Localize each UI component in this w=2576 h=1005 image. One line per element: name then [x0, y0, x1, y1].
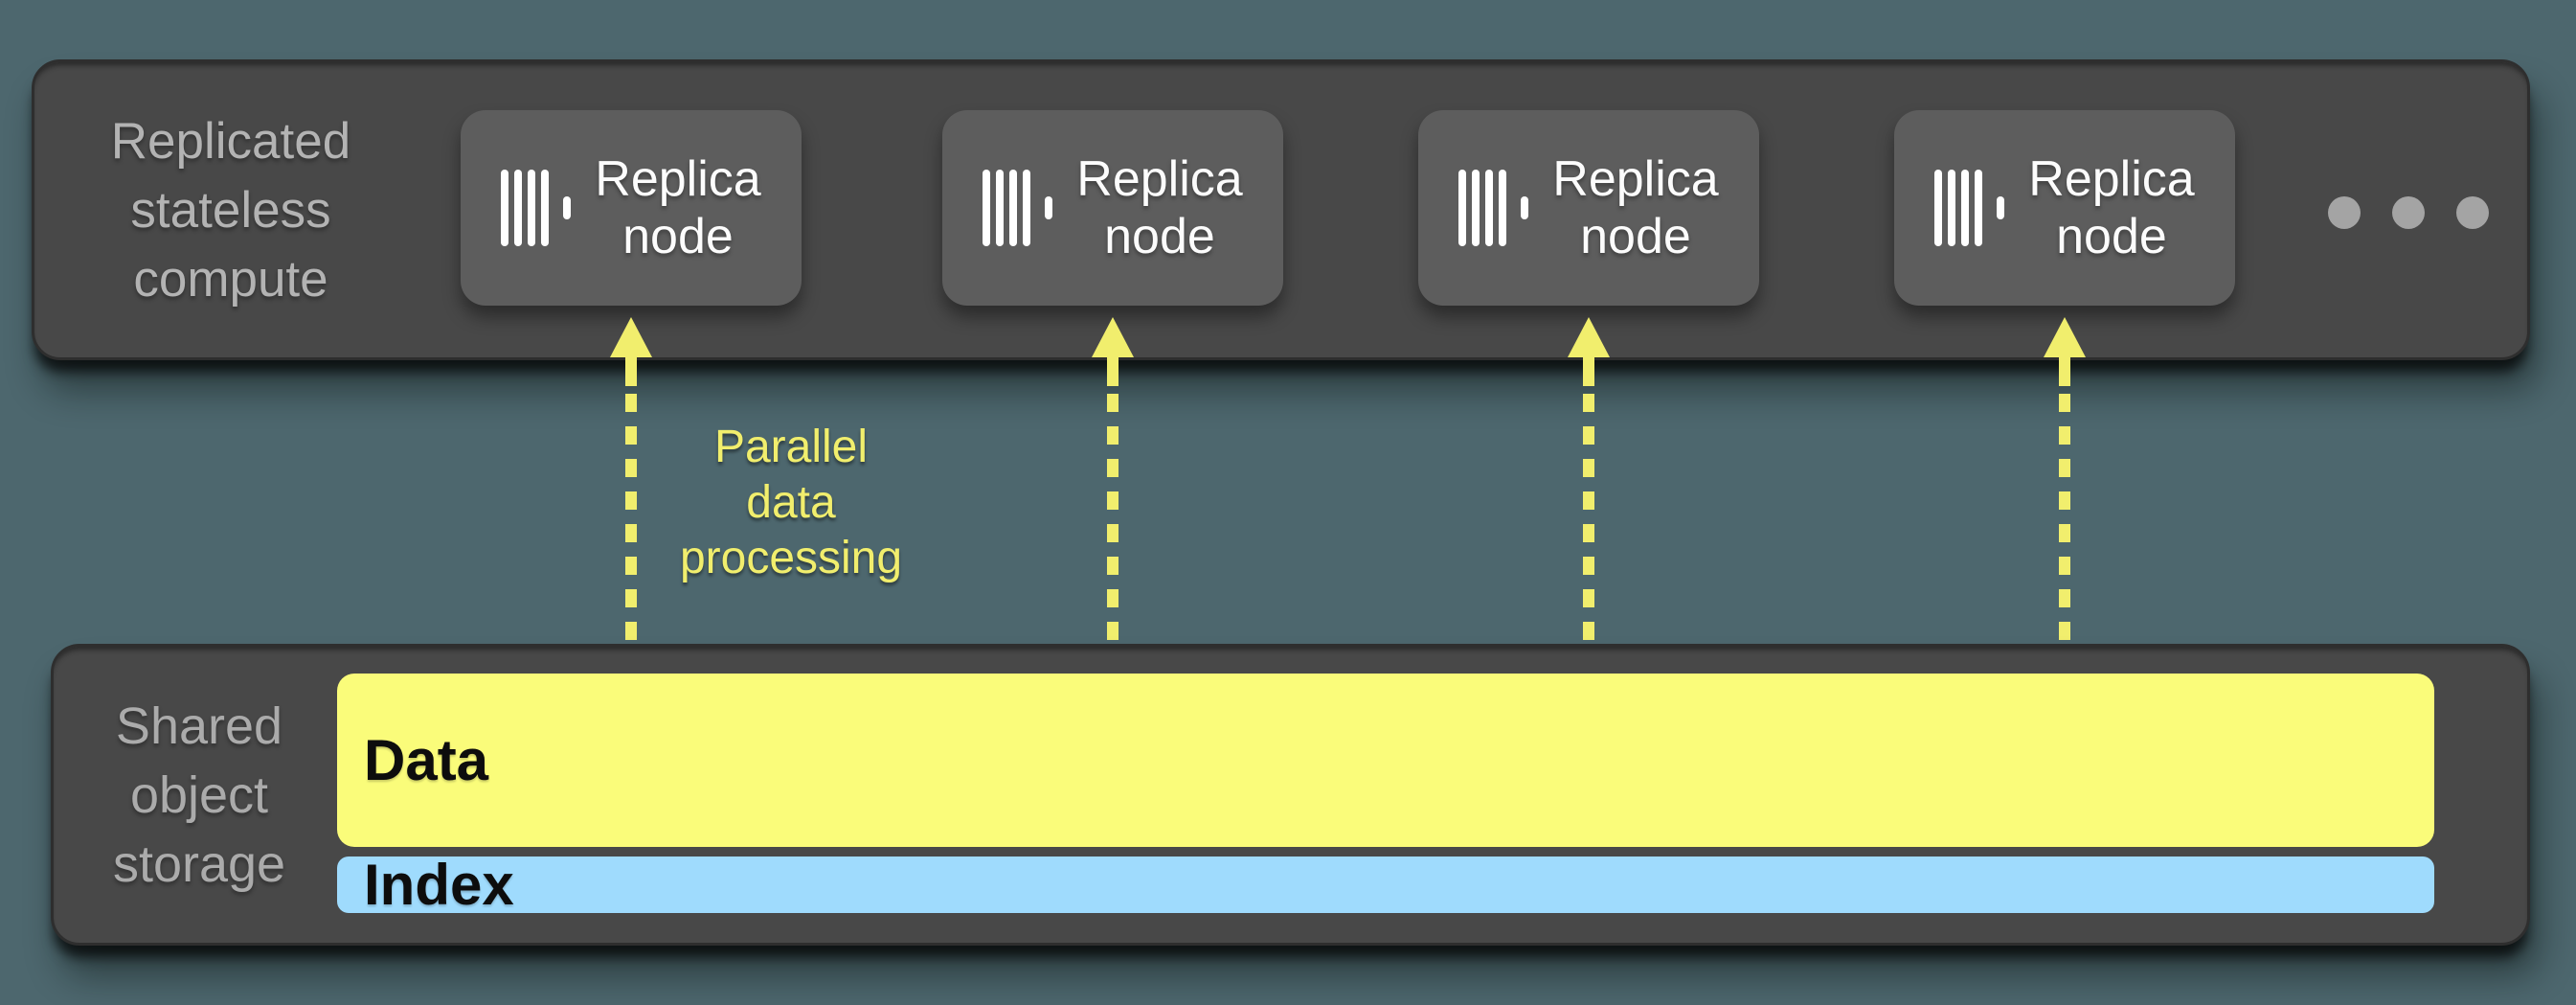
storage-label-line: object — [129, 766, 269, 824]
storage-label-line: Shared — [115, 697, 283, 755]
vertical-bars-icon — [1458, 170, 1529, 246]
index-storage-bar: Index — [337, 852, 2434, 917]
vertical-bars-icon — [983, 170, 1053, 246]
replica-node-3: Replica node — [1418, 110, 1759, 306]
replica-node-1: Replica node — [461, 110, 802, 306]
ellipsis-dot — [2392, 196, 2425, 229]
parallel-processing-label: Parallel data processing — [679, 422, 903, 583]
replica-node-label: Replica node — [1552, 151, 1719, 264]
data-storage-bar: Data — [337, 674, 2434, 847]
ellipsis-dot — [2328, 196, 2361, 229]
data-flow-arrow-1 — [610, 317, 652, 647]
compute-label-line: Replicated — [110, 113, 351, 170]
compute-label-line: stateless — [130, 182, 331, 239]
data-flow-arrow-2 — [1092, 317, 1134, 647]
storage-panel-label: Shared object storage — [56, 692, 343, 899]
more-nodes-ellipsis-icon — [2328, 196, 2489, 229]
ellipsis-dot — [2456, 196, 2489, 229]
vertical-bars-icon — [1934, 170, 2005, 246]
replica-node-2: Replica node — [942, 110, 1283, 306]
data-bar-label: Data — [364, 727, 489, 792]
storage-label-line: storage — [112, 835, 286, 893]
replica-node-label: Replica node — [2028, 151, 2195, 264]
compute-panel-label: Replicated stateless compute — [87, 107, 374, 314]
replica-node-label: Replica node — [1076, 151, 1243, 264]
replica-node-4: Replica node — [1894, 110, 2235, 306]
data-flow-arrow-3 — [1568, 317, 1610, 647]
replica-node-label: Replica node — [595, 151, 761, 264]
compute-label-line: compute — [133, 251, 328, 308]
index-bar-label: Index — [364, 852, 514, 917]
data-flow-arrow-4 — [2044, 317, 2086, 647]
vertical-bars-icon — [501, 170, 572, 246]
